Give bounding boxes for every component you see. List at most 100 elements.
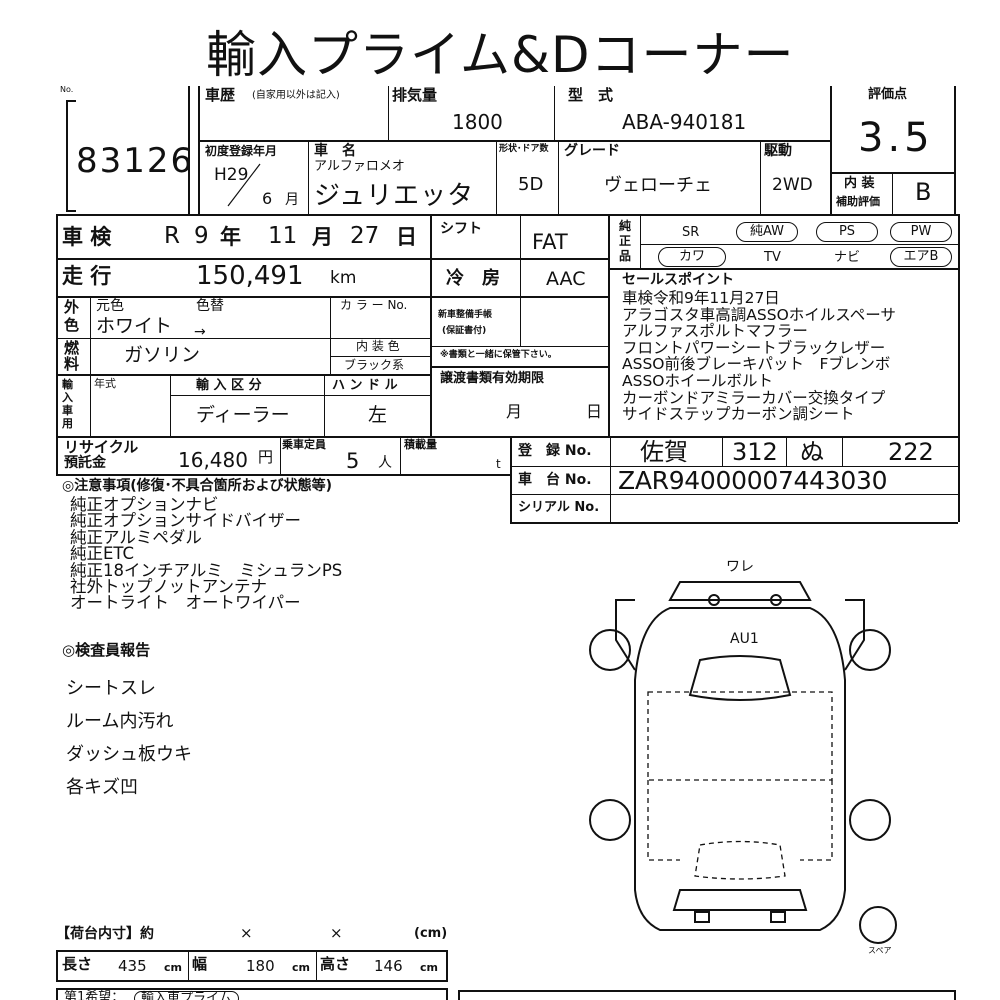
interior-color-value: ブラック系 (344, 358, 405, 372)
transfer-month-unit: 月 (506, 402, 523, 421)
grade-value: ヴェローチェ (604, 175, 712, 196)
recycle-unit: 円 (258, 448, 274, 466)
maintenance-note: ※書類と一緒に保管下さい。 (440, 350, 557, 360)
lot-label: No. (60, 85, 74, 94)
ext-original-label: 元色 (96, 298, 124, 314)
interior-color-label: 内 装 色 (356, 339, 400, 353)
cargo-length-cm: cm (164, 961, 182, 974)
cargo-x2: × (330, 924, 343, 942)
caution-list: 純正オプションナビ 純正オプションサイドバイザー 純正アルミペダル 純正ETC … (70, 495, 343, 613)
lot-bracket (66, 100, 68, 210)
chassis-label: 車 台 No. (518, 472, 592, 488)
diagram-spare-label: スペア (868, 946, 892, 955)
fuel-label-2: 料 (64, 355, 80, 373)
maintenance-label-1: 新車整備手帳 (438, 310, 493, 320)
bottom-right-box (458, 990, 956, 1000)
grade-label: グレード (564, 143, 620, 159)
mileage-label: 走 行 (62, 264, 112, 288)
inspector-heading: ◎検査員報告 (62, 641, 151, 659)
cargo-length-label: 長さ (62, 955, 93, 973)
handle-label: ハ ン ド ル (332, 378, 398, 393)
shaken-era: R (164, 223, 180, 249)
cargo-height-label: 高さ (320, 955, 351, 973)
car-diagram (589, 581, 897, 944)
option-tv: TV (764, 250, 781, 265)
history-label: 車歴 (205, 86, 236, 104)
load-label: 積載量 (404, 438, 437, 451)
recycle-value: 16,480 (178, 448, 248, 472)
seller-box (56, 988, 448, 1000)
load-unit: t (496, 457, 501, 471)
import-category-value: ディーラー (196, 404, 290, 426)
ext-color-value: ホワイト (96, 315, 173, 337)
ext-repaint-label: 色替 (196, 298, 224, 314)
ext-color-label-1: 外 (64, 298, 80, 316)
displacement-value: 1800 (452, 110, 503, 134)
ext-color-label-2: 色 (64, 316, 80, 334)
mileage-unit: km (330, 268, 357, 288)
option-sr: SR (682, 225, 700, 240)
maintenance-label-2: (保証書付) (442, 326, 487, 336)
shaken-day: 27 (350, 223, 380, 249)
cargo-height: 146 (374, 957, 403, 975)
shift-label: シフト (440, 221, 482, 237)
option-leather: カワ (658, 247, 726, 267)
drive-value: 2WD (772, 175, 813, 195)
registration-class: 312 (732, 438, 778, 466)
chassis-value: ZAR94000007443030 (618, 466, 888, 495)
cargo-unit: (cm) (414, 926, 448, 941)
sales-points-list: 車検令和9年11月27日 アラゴスタ車高調ASSOホイルスペーサ アルファスポル… (622, 289, 896, 424)
first-reg-slash (227, 163, 261, 207)
car-name-label: 車 名 (314, 143, 356, 159)
diagram-top-label: ワレ (726, 559, 754, 575)
shaken-month-unit: 月 (312, 225, 333, 249)
caution-heading: ◎注意事項(修復･不具合箇所および状態等) (62, 478, 333, 494)
drive-label: 駆動 (764, 143, 792, 159)
registration-number: 222 (888, 438, 934, 466)
transfer-docs-label: 譲渡書類有効期限 (440, 371, 545, 386)
shift-value: FAT (532, 230, 568, 254)
option-ps: PS (816, 222, 878, 242)
option-airbag: エアB (890, 247, 952, 267)
cargo-x1: × (240, 924, 253, 942)
registration-region: 佐賀 (640, 438, 688, 466)
shaken-label: 車 検 (62, 225, 112, 249)
shaken-year-unit: 年 (220, 225, 241, 249)
import-category-label: 輸 入 区 分 (196, 378, 262, 393)
cargo-width-label: 幅 (192, 955, 208, 973)
handle-value: 左 (368, 404, 388, 426)
serial-label: シリアル No. (518, 500, 600, 515)
doors-label: 形状･ドア数 (499, 144, 549, 154)
options-label: 純 正 品 (619, 219, 632, 263)
option-navi: ナビ (834, 250, 861, 265)
fuel-label-1: 燃 (64, 339, 80, 357)
diagram-roof-label: AU1 (730, 631, 759, 647)
doors-value: 5D (518, 174, 544, 195)
ac-value: AAC (546, 268, 586, 290)
interior-score-label: 内 装 (844, 176, 875, 191)
mileage-value: 150,491 (196, 261, 304, 291)
capacity-unit: 人 (378, 455, 392, 471)
car-name: ジュリエッタ (314, 181, 475, 211)
inspector-list: シートスレ ルーム内汚れ ダッシュ板ウキ 各キズ凹 (66, 678, 192, 798)
capacity-label: 乗車定員 (282, 438, 326, 451)
first-reg-month: 6 (262, 189, 273, 208)
sales-points-label: セールスポイント (622, 272, 734, 288)
cargo-heading: 【荷台内寸】約 (56, 926, 154, 942)
transfer-day-unit: 日 (586, 402, 603, 421)
seller-label: 第1希望： (64, 990, 125, 1000)
ac-label: 冷 房 (446, 268, 500, 289)
recycle-label-1: リサイクル (64, 438, 139, 456)
first-reg-year: H29 (214, 165, 249, 185)
shaken-day-unit: 日 (396, 225, 417, 249)
score-label: 評価点 (868, 87, 908, 102)
import-year-label: 年式 (94, 377, 116, 390)
car-maker: アルファロメオ (314, 159, 405, 174)
interior-score-value: B (915, 178, 932, 206)
registration-label: 登 録 No. (518, 443, 592, 459)
cargo-width-cm: cm (292, 961, 310, 974)
ext-color-code-label: カ ラ ー No. (340, 298, 408, 312)
interior-score-sub: 補助評価 (836, 195, 880, 208)
capacity-value: 5 (346, 449, 360, 473)
seller-value: 輸入車プライム (134, 991, 239, 1000)
